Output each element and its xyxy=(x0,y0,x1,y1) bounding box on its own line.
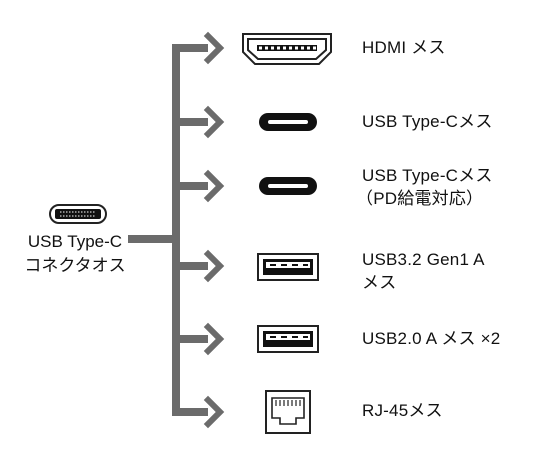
output-label-usbc: USB Type-Cメス xyxy=(362,112,493,131)
source-label-line2: コネクタオス xyxy=(24,256,126,275)
usb-c-port-icon xyxy=(259,113,317,131)
output-sublabel-pd: （PD給電対応） xyxy=(356,189,484,208)
output-label-usbc-pd: USB Type-Cメス xyxy=(362,166,493,185)
usb-c-port-icon xyxy=(259,177,317,195)
output-label-usba-gen1: USB3.2 Gen1 A xyxy=(362,250,485,269)
output-label-rj45: RJ-45メス xyxy=(362,401,443,420)
usb-a-port-icon xyxy=(257,253,319,281)
output-sublabel-usba-gen1: メス xyxy=(362,273,397,292)
arrow-head-usbc1 xyxy=(203,105,225,139)
hdmi-port-icon xyxy=(242,33,332,65)
arrow-head-usba1 xyxy=(203,249,225,283)
usb-a-port-icon xyxy=(257,325,319,353)
rj45-port-icon xyxy=(265,390,311,434)
usb-c-plug-icon xyxy=(49,204,107,224)
arrow-head-hdmi xyxy=(203,31,225,65)
output-label-usba-2: USB2.0 A メス ×2 xyxy=(362,329,501,348)
source-label-line1: USB Type-C xyxy=(27,232,123,251)
arrow-head-usbc2 xyxy=(203,169,225,203)
arrow-head-usba2 xyxy=(203,322,225,356)
arrow-head-rj45 xyxy=(203,395,225,429)
output-label-hdmi: HDMI メス xyxy=(362,38,446,57)
